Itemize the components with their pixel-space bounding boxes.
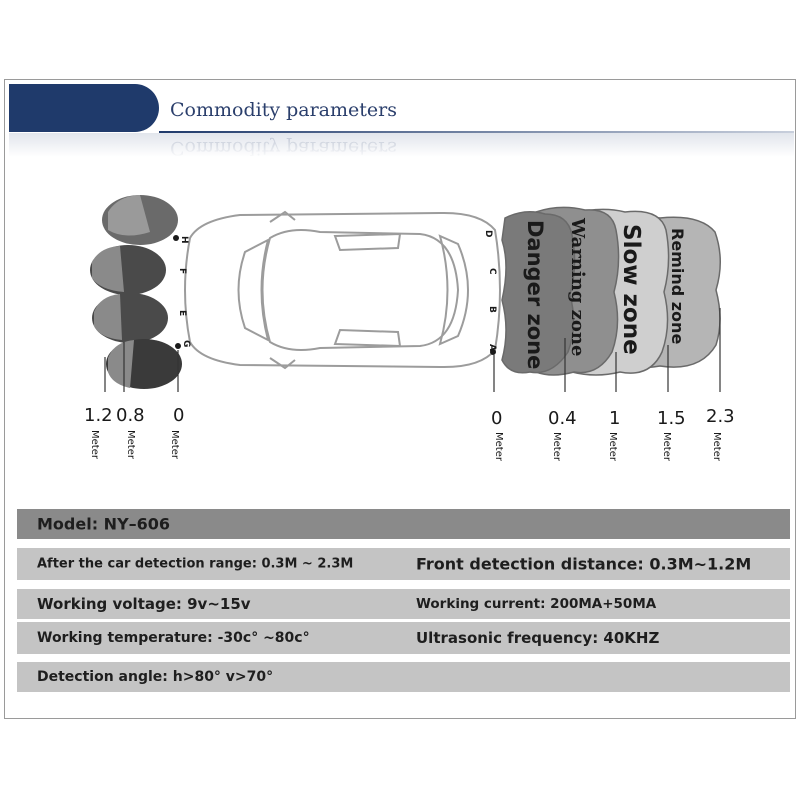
sensor-dot-g [175,343,181,349]
distance-left-1.2: 1.2 [84,405,113,426]
meter-right-1: Meter [607,432,618,462]
distance-right-1: 1 [609,408,620,429]
spec-row-model: Model: NY–606 [17,509,790,539]
rear-detection-blobs [90,195,182,389]
distance-right-0: 0 [491,408,502,429]
spec-voltage: Working voltage: 9v~15v [37,595,251,613]
sensor-label-f: F [177,268,187,274]
car-windshield [438,234,469,346]
header-shadow [9,133,794,157]
sensor-label-b: B [487,306,497,313]
zone-label-slow: Slow zone [618,224,644,355]
meter-right-0: Meter [493,432,504,462]
sensor-dot-h [173,235,179,241]
distance-lines [104,308,721,392]
rear-blob-4-highlight [108,340,134,388]
header-tab [9,84,159,132]
meter-right-1.5: Meter [661,432,672,462]
sensor-label-a: A [487,344,497,351]
car-rear-window [237,238,270,342]
sensor-label-d: D [483,230,493,237]
car-mirror-right [269,357,296,370]
spec-frequency: Ultrasonic frequency: 40KHZ [416,629,660,647]
front-sensor-markers: D C B A [483,230,497,355]
meter-left-0.8: Meter [125,430,136,460]
distance-right-0.4: 0.4 [548,408,577,429]
meter-right-0.4: Meter [551,432,562,462]
distance-right-1.5: 1.5 [657,408,686,429]
distance-values: 1.2 0.8 0 0 0.4 1 1.5 2.3 [84,405,735,429]
danger-zone-shape [501,211,576,374]
zone-label-remind: Remind zone [668,228,687,344]
spec-temperature: Working temperature: -30c° ~80c° [37,630,310,646]
meter-right-2.3: Meter [711,432,722,462]
rear-blob-1-highlight [108,195,150,236]
header-underline [159,131,794,133]
spec-row-env: Working temperature: -30c° ~80c° Ultraso… [17,622,790,654]
car-outline [184,210,501,370]
zone-label-danger: Danger zone [523,220,547,369]
spec-front-distance: Front detection distance: 0.3M~1.2M [416,554,752,574]
distance-right-2.3: 2.3 [706,406,735,427]
sensor-label-c: C [487,268,497,275]
distance-left-0.8: 0.8 [116,405,145,426]
meter-left-0: Meter [169,430,180,460]
car-side-window-top [333,232,402,252]
header-bar [9,84,794,133]
meter-labels: Meter Meter Meter Meter Meter Meter Mete… [89,430,722,462]
spec-row-power: Working voltage: 9v~15v Working current:… [17,589,790,619]
page-title: Commodity parameters [170,99,397,121]
front-zones: Danger zone Warning zone Slow zone Remin… [501,206,721,376]
rear-sensor-markers: H F E G [173,235,191,349]
meter-left-1.2: Meter [89,430,100,460]
spec-row-angle: Detection angle: h>80° v>70° [17,662,790,692]
rear-blob-3-highlight [94,294,122,340]
car-side-window-bottom [333,328,402,348]
spec-angle: Detection angle: h>80° v>70° [37,669,274,685]
sensor-dot-a [490,349,496,355]
distance-left-0: 0 [173,405,184,426]
sensor-label-e: E [177,310,187,316]
spec-rear-range: After the car detection range: 0.3M ~ 2.… [37,556,354,572]
car-mirror-left [269,210,296,223]
spec-current: Working current: 200MA+50MA [416,596,657,612]
sensor-label-g: G [181,340,191,347]
car-roof [261,229,460,351]
zone-label-warning: Warning zone [567,217,588,356]
spec-row-range: After the car detection range: 0.3M ~ 2.… [17,548,790,580]
spec-model: Model: NY–606 [37,514,171,534]
rear-blob-2-highlight [92,246,124,292]
sensor-label-h: H [179,236,189,244]
